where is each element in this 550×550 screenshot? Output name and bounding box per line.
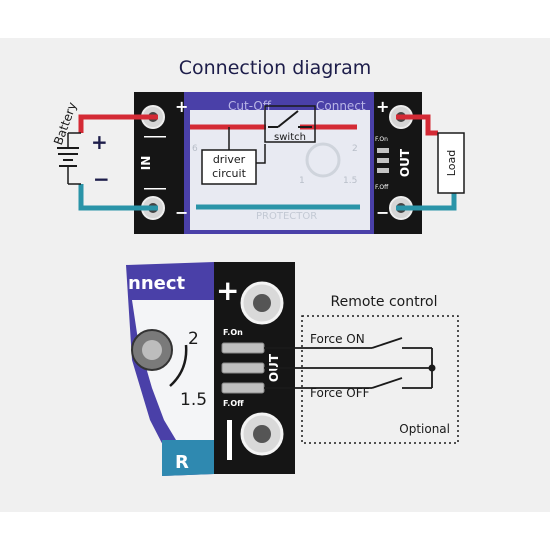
top-control-pin bbox=[377, 148, 389, 153]
top-control-pin bbox=[377, 158, 389, 163]
board-ghost-cutoff: Cut-Off bbox=[228, 99, 272, 113]
board-closeup-connect-text: nnect bbox=[128, 273, 186, 294]
closeup-f-on-label: F.On bbox=[223, 328, 243, 337]
in-minus-sign: − bbox=[175, 203, 188, 222]
force-on-label: Force ON bbox=[310, 332, 365, 346]
board-closeup-r-letter: R bbox=[175, 452, 189, 473]
load-negative-wire bbox=[396, 193, 457, 211]
control-pin-f-on bbox=[221, 342, 265, 354]
board-ghost-6: 6 bbox=[192, 144, 198, 154]
diagram-title: Connection diagram bbox=[179, 57, 372, 79]
in-divider-top bbox=[144, 136, 166, 138]
force-off-switch-lever bbox=[371, 377, 403, 389]
dial-scale-arc bbox=[169, 344, 188, 387]
bottom-diagram: R nnect 2 1.5 + F.On F.Off OUT Remote co… bbox=[126, 262, 459, 476]
dial-label-2: 2 bbox=[188, 329, 199, 349]
driver-label-line1: driver bbox=[213, 153, 246, 166]
top-f-on-label: F.On bbox=[375, 136, 388, 143]
out-label: OUT bbox=[398, 148, 412, 177]
closeup-plus-screw bbox=[253, 294, 271, 312]
out-minus-sign: − bbox=[376, 203, 389, 222]
remote-control-box bbox=[301, 315, 459, 444]
switch-box bbox=[264, 105, 316, 143]
board-ghost-connect: Connect bbox=[316, 99, 366, 113]
remote-control-title: Remote control bbox=[331, 294, 438, 310]
battery-plus-sign: + bbox=[91, 130, 108, 154]
closeup-f-off-label: F.Off bbox=[223, 399, 244, 408]
closeup-minus-screw bbox=[253, 425, 271, 443]
top-control-pin bbox=[377, 168, 389, 173]
board-ghost-2: 2 bbox=[352, 144, 358, 154]
board-closeup-teal-band bbox=[162, 440, 214, 476]
battery-positive-wire bbox=[78, 114, 158, 133]
out-plus-sign: + bbox=[376, 97, 389, 116]
dial-label-15: 1.5 bbox=[180, 390, 207, 410]
closeup-minus-sign bbox=[227, 420, 232, 460]
optional-label: Optional bbox=[399, 422, 450, 436]
load-positive-wire bbox=[396, 114, 438, 136]
control-pin-common bbox=[221, 362, 265, 374]
driver-control-line bbox=[256, 144, 266, 164]
control-pin-f-off bbox=[221, 382, 265, 394]
board-ghost-15: 1.5 bbox=[343, 176, 357, 186]
driver-circuit-box bbox=[201, 149, 257, 185]
switch-lever bbox=[277, 110, 299, 128]
board-ghost-1: 1 bbox=[299, 176, 305, 186]
in-divider-bottom bbox=[144, 188, 166, 190]
top-diagram: Cut-Off Connect PROTECTOR 6 2 1 1.5 + − … bbox=[51, 92, 465, 234]
potentiometer-knob bbox=[142, 340, 162, 360]
force-off-label: Force OFF bbox=[310, 386, 370, 400]
board-ghost-dial bbox=[305, 142, 341, 178]
in-label: IN bbox=[139, 156, 153, 171]
switch-label: switch bbox=[274, 132, 306, 143]
driver-label-line2: circuit bbox=[212, 167, 246, 180]
closeup-plus-sign: + bbox=[216, 274, 239, 307]
top-f-off-label: F.Off bbox=[375, 184, 389, 191]
battery-negative-wire bbox=[78, 184, 158, 211]
junction-dot bbox=[428, 364, 436, 372]
battery-minus-sign: − bbox=[93, 167, 110, 191]
board-ghost-protector: PROTECTOR bbox=[256, 211, 317, 222]
load-box bbox=[437, 132, 465, 194]
force-on-switch-lever bbox=[371, 337, 403, 349]
load-label: Load bbox=[445, 150, 458, 176]
in-plus-sign: + bbox=[175, 97, 188, 116]
